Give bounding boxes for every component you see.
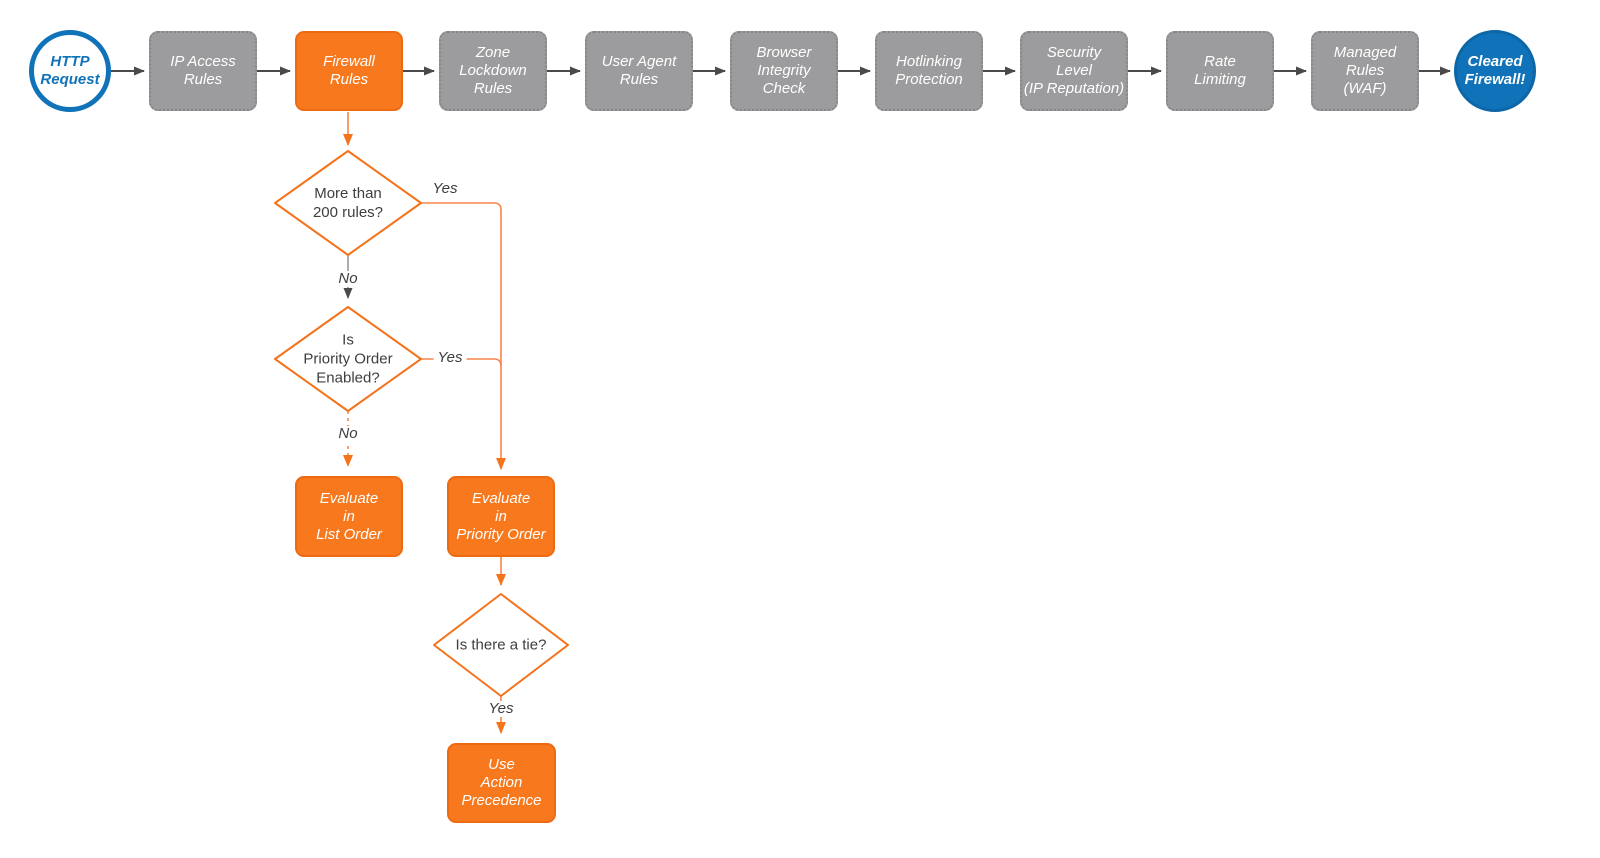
node-browser-integrity-check-label: Browser Integrity Check (756, 44, 812, 97)
node-use-action-precedence-label: Use Action Precedence (461, 756, 542, 809)
node-evaluate-in-priority-order-label: Evaluate in Priority Order (456, 489, 546, 543)
node-user-agent-rules: User Agent Rules (585, 31, 693, 111)
node-use-action-precedence: Use Action Precedence (447, 743, 556, 823)
node-http-request: HTTP Request (29, 30, 111, 112)
node-hotlinking-protection-label: Hotlinking Protection (895, 53, 963, 88)
node-managed-rules-waf: Managed Rules (WAF) (1311, 31, 1419, 111)
node-zone-lockdown-rules-label: Zone Lockdown Rules (459, 44, 527, 97)
node-security-level: Security Level (IP Reputation) (1020, 31, 1128, 111)
node-zone-lockdown-rules: Zone Lockdown Rules (439, 31, 547, 111)
decision-priority-enabled-label: Is Priority Order Enabled? (303, 331, 393, 387)
decision-is-there-a-tie-label: Is there a tie? (455, 636, 547, 654)
node-http-request-label: HTTP Request (40, 53, 100, 88)
edge-label-yes-is-there-a-tie: Yes (484, 701, 518, 717)
decision-priority-enabled-shape (274, 306, 422, 412)
node-managed-rules-waf-label: Managed Rules (WAF) (1333, 44, 1397, 97)
node-cleared-firewall: Cleared Firewall! (1454, 30, 1536, 112)
edge-label-yes-more-than-200: Yes (428, 181, 462, 197)
decision-more-than-200-label: More than 200 rules? (312, 185, 384, 221)
node-cleared-firewall-label: Cleared Firewall! (1464, 53, 1526, 88)
decision-more-than-200-shape (274, 150, 422, 256)
node-evaluate-in-priority-order: Evaluate in Priority Order (447, 476, 555, 557)
node-evaluate-in-list-order: Evaluate in List Order (295, 476, 403, 557)
node-ip-access-rules: IP Access Rules (149, 31, 257, 111)
node-rate-limiting-label: Rate Limiting (1194, 53, 1246, 88)
node-hotlinking-protection: Hotlinking Protection (875, 31, 983, 111)
node-firewall-rules-label: Firewall Rules (323, 53, 375, 88)
node-evaluate-in-list-order-label: Evaluate in List Order (316, 489, 382, 543)
node-rate-limiting: Rate Limiting (1166, 31, 1274, 111)
connector-yes-priority-merge (421, 358, 502, 367)
node-user-agent-rules-label: User Agent Rules (601, 53, 677, 88)
node-browser-integrity-check: Browser Integrity Check (730, 31, 838, 111)
node-firewall-rules: Firewall Rules (295, 31, 403, 111)
decision-is-there-a-tie-shape (433, 593, 569, 697)
edge-label-no-more-than-200: No (334, 271, 362, 287)
edge-label-yes-priority-enabled: Yes (433, 350, 467, 366)
edge-label-no-priority-enabled: No (334, 426, 362, 442)
connector-yes-200-to-evaluate-priority (421, 202, 506, 470)
node-security-level-label: Security Level (IP Reputation) (1023, 44, 1125, 97)
node-ip-access-rules-label: IP Access Rules (170, 53, 236, 88)
